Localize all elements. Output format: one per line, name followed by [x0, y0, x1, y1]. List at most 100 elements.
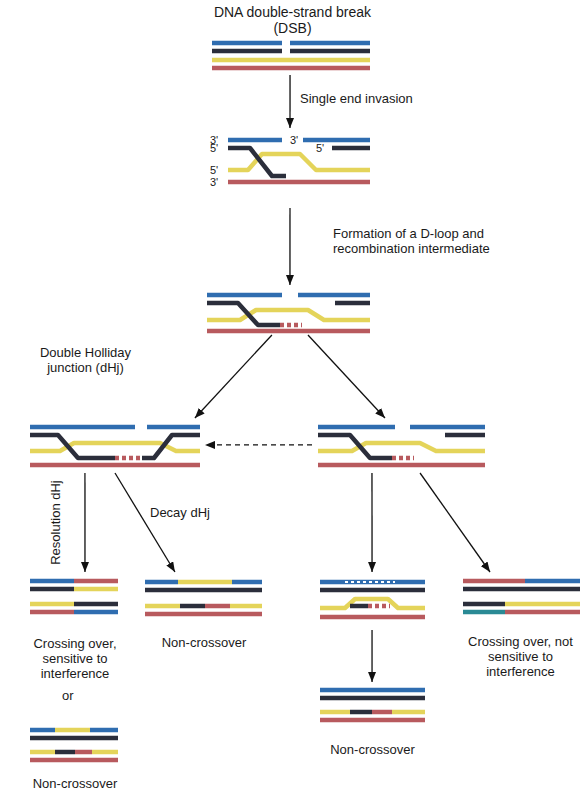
dna-strand	[30, 736, 118, 741]
dna-stage	[312, 418, 490, 473]
dna-stage	[200, 285, 375, 335]
dna-strand	[320, 696, 425, 701]
outcome-label: Crossing over, sensitive to interference	[20, 636, 130, 681]
dna-strand	[30, 602, 74, 607]
dna-strand	[410, 425, 485, 430]
arrow	[308, 335, 385, 418]
dna-strand	[318, 435, 392, 458]
dna-strand	[75, 750, 92, 755]
dna-stage: 3'3'5'5'5'3'	[205, 128, 375, 208]
dna-stage: Non-crossover	[140, 572, 268, 657]
dna-strand	[228, 154, 370, 170]
dna-stage: Non-crossover	[315, 682, 430, 767]
dna-stage	[315, 572, 430, 630]
dna-strand	[318, 443, 485, 451]
dna-strand	[445, 433, 485, 438]
dna-strand	[147, 425, 200, 430]
strand-end-label: 5'	[210, 164, 230, 176]
edge-label: Single end invasion	[300, 91, 470, 106]
dna-strand	[290, 49, 370, 54]
gap-mark	[345, 581, 395, 583]
strand-end-label: 5'	[210, 142, 230, 154]
arrow	[289, 75, 290, 128]
dna-strand	[212, 41, 282, 46]
dna-strand	[320, 599, 425, 608]
dna-strand	[232, 580, 262, 585]
dna-strand	[55, 728, 90, 733]
dna-strand	[74, 602, 118, 607]
dna-strand	[463, 587, 580, 592]
dna-strand	[30, 463, 200, 468]
dna-strand	[30, 728, 55, 733]
dna-strand	[205, 604, 230, 609]
dna-strand	[145, 588, 262, 593]
edge-label: Formation of a D-loop and recombination …	[333, 226, 511, 256]
dna-strand	[30, 587, 74, 592]
dna-strand	[228, 148, 286, 176]
dna-strand	[320, 688, 425, 693]
arrow	[371, 473, 372, 572]
dna-strand	[320, 588, 425, 593]
dna-strand	[145, 580, 178, 585]
dna-strand	[290, 41, 370, 46]
dna-strand	[207, 303, 280, 325]
dna-strand	[463, 579, 525, 584]
dna-strand	[320, 710, 350, 715]
dna-strand	[74, 579, 118, 584]
outcome-label: Non-crossover	[315, 742, 430, 757]
dna-strand	[30, 750, 55, 755]
dna-strand	[145, 612, 262, 617]
dna-strand	[228, 138, 282, 143]
strand-end-label: 5'	[316, 142, 336, 154]
dna-strand	[90, 728, 118, 733]
dna-stage: Crossing over, sensitive to interference	[25, 572, 125, 690]
new-synthesis	[392, 456, 414, 461]
dna-strand	[207, 329, 370, 334]
dna-strand	[320, 615, 425, 620]
dna-strand	[30, 610, 74, 615]
arrow	[195, 335, 272, 418]
arrow	[289, 208, 290, 285]
dna-strand	[212, 49, 282, 54]
dna-strand	[525, 579, 580, 584]
dna-strand	[145, 604, 180, 609]
arrow	[420, 473, 490, 572]
new-synthesis	[280, 323, 302, 328]
dna-strand	[30, 435, 115, 458]
edge-label: Double Holliday junction (dHj)	[38, 345, 133, 375]
dna-strand	[180, 604, 205, 609]
dna-strand	[320, 580, 425, 585]
dna-strand	[350, 710, 372, 715]
dna-stage	[25, 418, 205, 473]
arrow	[115, 473, 175, 572]
dna-strand	[30, 758, 118, 763]
arrow	[205, 444, 312, 445]
new-synthesis	[368, 604, 390, 609]
dna-strand	[463, 602, 505, 607]
dna-stage: Crossing over, not sensitive to interfer…	[458, 572, 585, 697]
dna-strand	[335, 301, 370, 306]
new-synthesis	[115, 456, 140, 461]
dna-strand	[298, 293, 370, 298]
dna-strand	[55, 750, 75, 755]
dna-strand	[320, 718, 425, 723]
outcome-label: Non-crossover	[20, 776, 130, 791]
note: or	[62, 688, 92, 703]
dna-strand	[178, 580, 232, 585]
dna-strand	[74, 587, 118, 592]
dna-stage: DNA double-strand break (DSB)	[205, 0, 380, 75]
outcome-label: Crossing over, not sensitive to interfer…	[463, 634, 578, 679]
edge-label: Decay dHj	[150, 505, 250, 520]
dna-strand	[74, 610, 118, 615]
dna-strand	[372, 710, 392, 715]
strand-end-label: 3'	[290, 134, 310, 146]
arrow	[371, 630, 372, 682]
dna-strand	[142, 435, 200, 458]
stage-heading: DNA double-strand break (DSB)	[205, 4, 380, 36]
dna-strand	[212, 66, 370, 71]
dna-strand	[392, 710, 425, 715]
dna-strand	[230, 604, 262, 609]
dna-strand	[207, 310, 370, 320]
dna-strand	[350, 604, 368, 609]
